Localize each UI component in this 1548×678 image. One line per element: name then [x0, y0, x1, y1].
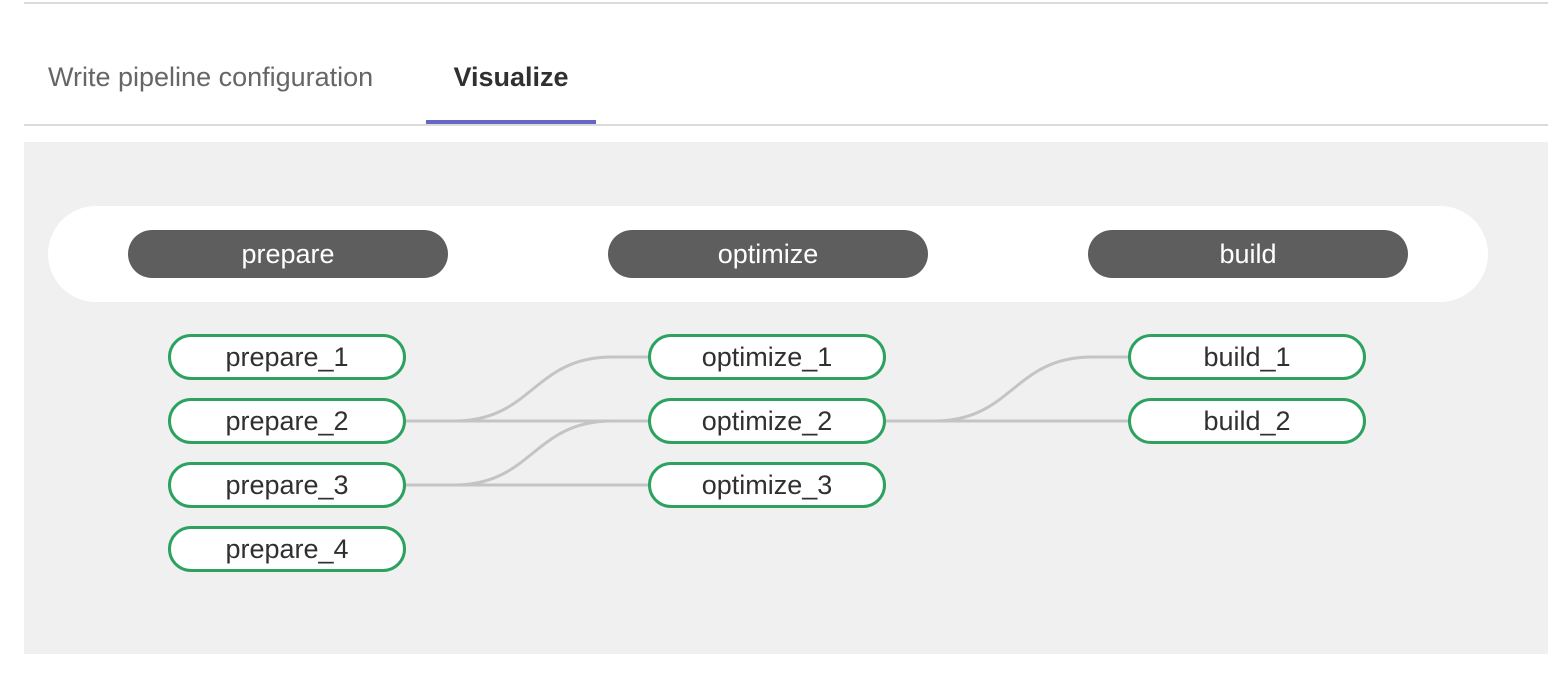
- link-prepare_2-to-optimize_1: [406, 355, 648, 423]
- job-optimize-1[interactable]: optimize_1: [648, 334, 886, 380]
- link-prepare_3-to-optimize_2: [406, 419, 648, 487]
- job-optimize-3[interactable]: optimize_3: [648, 462, 886, 508]
- stage-header-bar: prepare optimize build: [48, 206, 1488, 302]
- stage-build: build: [1088, 230, 1408, 278]
- job-prepare-2[interactable]: prepare_2: [168, 398, 406, 444]
- job-prepare-4[interactable]: prepare_4: [168, 526, 406, 572]
- tabs-divider: [24, 124, 1548, 126]
- link-optimize_2-to-build_1: [886, 355, 1128, 423]
- job-build-1[interactable]: build_1: [1128, 334, 1366, 380]
- editor-tabs: Write pipeline configuration Visualize: [24, 40, 1548, 126]
- job-links: [406, 355, 1128, 487]
- pipeline-graph: prepare optimize build prepare_1 prepare…: [24, 142, 1548, 654]
- stage-prepare: prepare: [128, 230, 448, 278]
- job-build-2[interactable]: build_2: [1128, 398, 1366, 444]
- tab-visualize[interactable]: Visualize: [453, 62, 569, 92]
- tab-write-pipeline-configuration[interactable]: Write pipeline configuration: [48, 62, 374, 92]
- active-tab-indicator: [426, 120, 596, 124]
- stage-optimize: optimize: [608, 230, 928, 278]
- top-divider: [24, 2, 1548, 4]
- job-prepare-1[interactable]: prepare_1: [168, 334, 406, 380]
- job-prepare-3[interactable]: prepare_3: [168, 462, 406, 508]
- job-optimize-2[interactable]: optimize_2: [648, 398, 886, 444]
